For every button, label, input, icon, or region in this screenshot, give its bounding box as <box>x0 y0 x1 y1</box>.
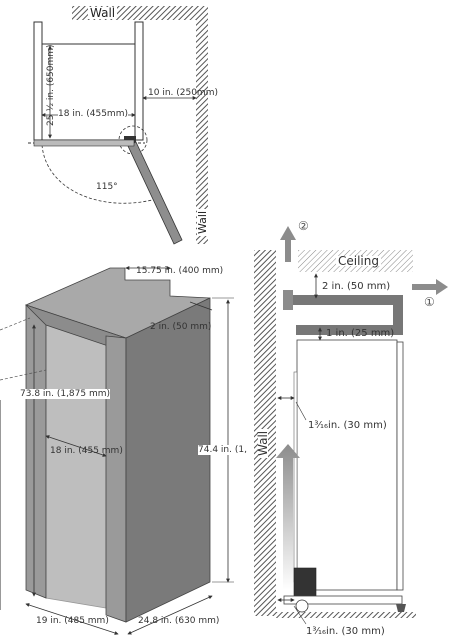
depth-label: 25 ½ in. (650mm) <box>46 44 56 126</box>
cabinet-right-panel <box>134 21 144 141</box>
side-airflow-arrow <box>412 279 448 295</box>
opening-height-label: 73.8 in. (1,875 mm) <box>20 389 111 399</box>
iso-view <box>0 266 234 635</box>
compressor <box>293 567 317 597</box>
side-gap-label: 10 in. (250mm) <box>148 88 218 98</box>
top-airflow-arrow-up <box>280 226 296 262</box>
ceiling-label: Ceiling <box>336 254 381 268</box>
cabinet-side-panel <box>125 297 211 623</box>
top-vent-channel <box>286 295 403 335</box>
airflow-side-marker: ① <box>424 295 435 309</box>
side-view <box>254 226 448 625</box>
rear-airflow-arrow <box>276 444 300 590</box>
open-door <box>127 141 183 245</box>
top-gap-label: 2 in. (50 mm) <box>150 322 212 332</box>
door-swing-arc <box>41 144 153 204</box>
top-width-label: 15.75 in. (400 mm) <box>136 266 224 276</box>
cabinet-left-pillar <box>25 304 47 599</box>
base-depth-label: 24.8 in. (630 mm) <box>138 616 220 626</box>
cabinet-left-panel <box>33 21 43 141</box>
top-wall-label: Wall <box>88 6 118 20</box>
cabinet-right-pillar <box>105 335 127 623</box>
airflow-up-marker: ② <box>298 219 309 233</box>
opening-width-label: 18 in. (455 mm) <box>50 446 123 456</box>
base-width-label: 19 in. (485 mm) <box>36 616 109 626</box>
side-wall-label: Wall <box>256 428 270 458</box>
side-fridge-body <box>296 339 398 591</box>
total-height-label: 74.4 in. (1, <box>198 445 247 455</box>
floor <box>276 612 416 618</box>
rear-gap-label: 1³⁄₁₆in. (30 mm) <box>308 420 387 431</box>
top-clearance-label: 2 in. (50 mm) <box>322 281 391 292</box>
door-angle-label: 115° <box>96 182 118 192</box>
upper-gap-label: 1 in. (25 mm) <box>326 328 395 339</box>
right-wall-label: Wall <box>196 208 209 236</box>
right-wall <box>196 6 208 244</box>
width-label: 18 in. (455mm) <box>58 109 128 119</box>
bottom-gap-label: 1³⁄₁₆in. (30 mm) <box>306 626 385 637</box>
